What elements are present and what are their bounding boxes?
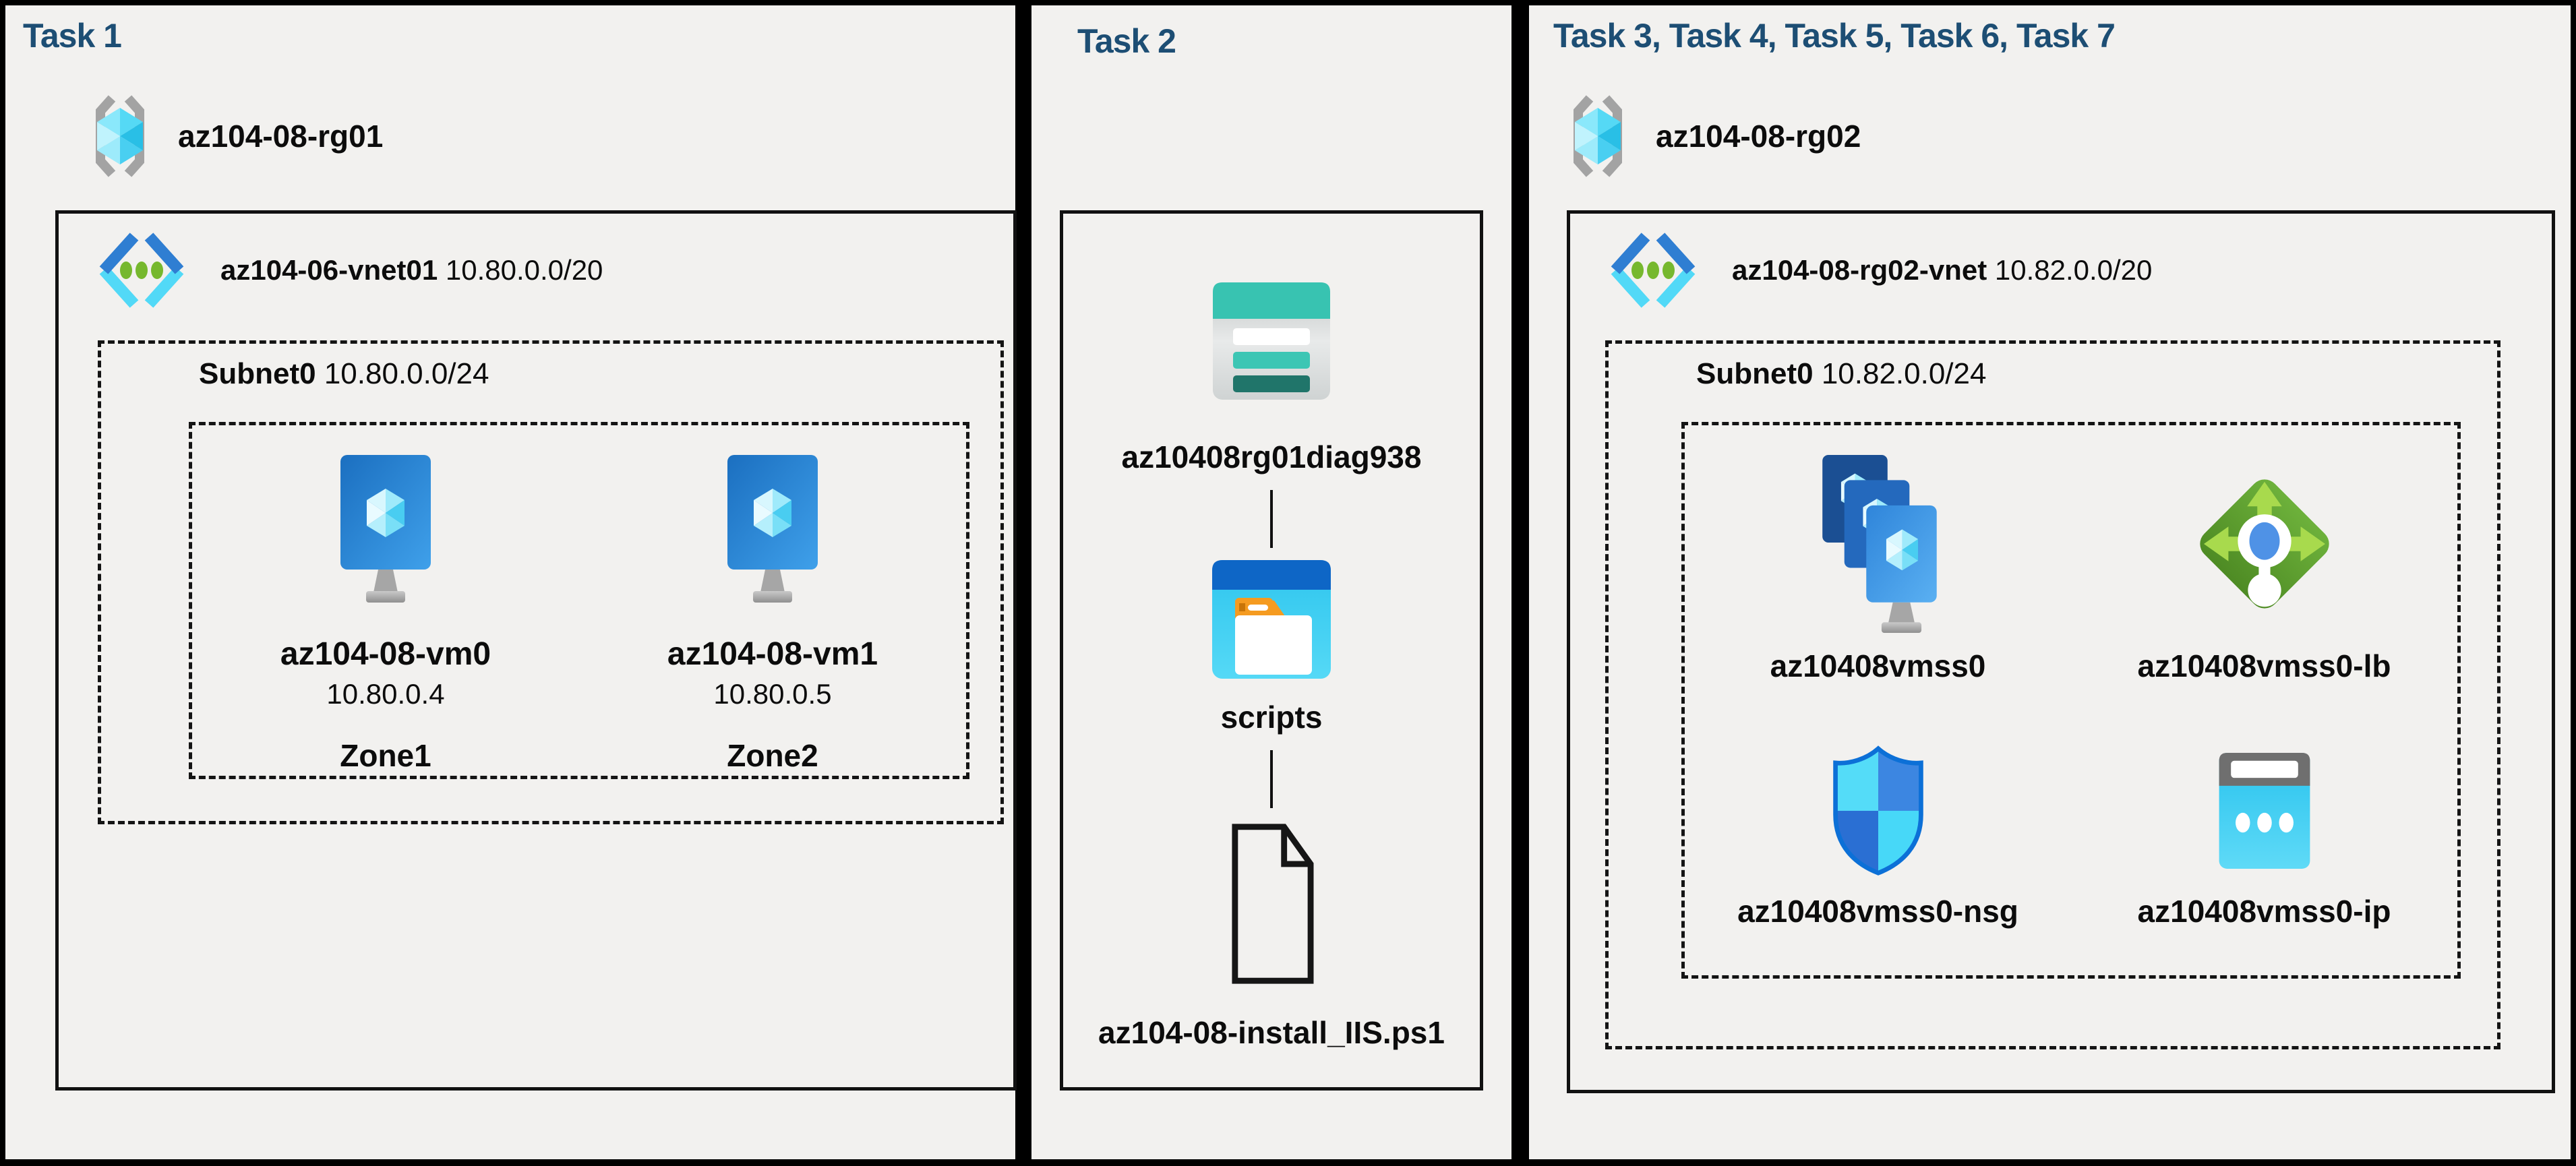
public-ip-label: az10408vmss0-ip xyxy=(2137,894,2391,929)
vnet-cidr: 10.80.0.0/20 xyxy=(445,254,603,286)
vm-row: az104-08-vm0 10.80.0.4 Zone1 az104-08-vm… xyxy=(192,425,966,776)
network-security-group-icon xyxy=(1824,745,1933,877)
resource-group-label: az104-08-rg02 xyxy=(1656,119,1861,154)
vm-group-box: az104-08-vm0 10.80.0.4 Zone1 az104-08-vm… xyxy=(189,422,969,779)
virtual-machine-icon xyxy=(723,455,822,607)
subnet-cidr: 10.82.0.0/24 xyxy=(1821,357,1987,390)
vnet-header-task3: az104-08-rg02-vnet 10.82.0.0/20 xyxy=(1605,231,2152,309)
vm-ip: 10.80.0.4 xyxy=(326,678,445,710)
public-ip-icon xyxy=(2208,749,2321,873)
connector-line xyxy=(1270,750,1273,808)
icon-slot xyxy=(1807,450,1949,638)
cell-nsg: az10408vmss0-nsg xyxy=(1685,700,2071,975)
resource-grid: az10408vmss0 az10408vmss0-lb az10408vmss… xyxy=(1685,425,2457,975)
cell-load-balancer: az10408vmss0-lb xyxy=(2071,425,2457,700)
load-balancer-label: az10408vmss0-lb xyxy=(2137,648,2391,683)
task1-title: Task 1 xyxy=(23,17,122,55)
storage-box-task2: az10408rg01diag938 scripts az104-08-inst… xyxy=(1060,210,1483,1091)
vnet-box-task1: az104-06-vnet01 10.80.0.0/20 Subnet0 10.… xyxy=(55,210,1017,1091)
container-label: scripts xyxy=(1220,700,1323,735)
vm-zone: Zone1 xyxy=(340,738,431,773)
subnet-label: Subnet0 10.80.0.0/24 xyxy=(199,357,489,391)
vnet-header-task1: az104-06-vnet01 10.80.0.0/20 xyxy=(94,231,603,309)
cell-vmss: az10408vmss0 xyxy=(1685,425,2071,700)
file-label: az104-08-install_IIS.ps1 xyxy=(1098,1015,1445,1050)
vnet-cidr: 10.82.0.0/20 xyxy=(1994,254,2153,286)
nsg-label: az10408vmss0-nsg xyxy=(1737,894,2018,929)
resource-group-icon xyxy=(86,93,154,179)
load-balancer-icon xyxy=(2184,463,2345,625)
icon-slot xyxy=(2184,450,2345,638)
storage-account-icon xyxy=(1207,277,1336,405)
storage-account-label: az10408rg01diag938 xyxy=(1121,439,1422,474)
storage-column: az10408rg01diag938 scripts az104-08-inst… xyxy=(1063,214,1480,1087)
blob-container-icon xyxy=(1208,557,1335,681)
vm-name: az104-08-vm1 xyxy=(667,636,878,672)
resource-group-rg02: az104-08-rg02 xyxy=(1564,93,1861,179)
vmss-group-box: az10408vmss0 az10408vmss0-lb az10408vmss… xyxy=(1681,422,2461,979)
vm-cell-vm0: az104-08-vm0 10.80.0.4 Zone1 xyxy=(192,425,579,776)
icon-slot xyxy=(1824,743,1933,878)
vnet-name: az104-08-rg02-vnet xyxy=(1732,254,1987,286)
icon-slot xyxy=(2208,743,2321,878)
vm-name: az104-08-vm0 xyxy=(280,636,491,672)
file-icon xyxy=(1228,820,1315,987)
vnet-label: az104-08-rg02-vnet 10.82.0.0/20 xyxy=(1732,254,2152,286)
vnet-name: az104-06-vnet01 xyxy=(220,254,438,286)
panel-task2: Task 2 az10408rg01diag938 scripts az104-… xyxy=(1031,5,1511,1159)
subnet-cidr: 10.80.0.0/24 xyxy=(324,357,489,390)
subnet-name: Subnet0 xyxy=(1696,357,1814,390)
subnet-label: Subnet0 10.82.0.0/24 xyxy=(1696,357,1986,391)
subnet-box-task1: Subnet0 10.80.0.0/24 az104-08-vm0 10.80.… xyxy=(98,340,1004,824)
vm-scale-set-icon xyxy=(1807,452,1949,636)
panel-task1: Task 1 az104-08-rg01 az104-06-vnet01 10.… xyxy=(5,5,1017,1159)
vm-zone: Zone2 xyxy=(727,738,818,773)
vm-cell-vm1: az104-08-vm1 10.80.0.5 Zone2 xyxy=(579,425,966,776)
subnet-box-task3: Subnet0 10.82.0.0/24 az10408vmss0 xyxy=(1605,340,2500,1049)
resource-group-rg01: az104-08-rg01 xyxy=(86,93,383,179)
connector-line xyxy=(1270,490,1273,548)
virtual-network-icon xyxy=(1605,231,1701,309)
resource-group-label: az104-08-rg01 xyxy=(178,119,384,154)
task3-title: Task 3, Task 4, Task 5, Task 6, Task 7 xyxy=(1553,17,2116,55)
panel-task3: Task 3, Task 4, Task 5, Task 6, Task 7 a… xyxy=(1529,5,2571,1159)
vmss-label: az10408vmss0 xyxy=(1770,648,1986,683)
vm-ip: 10.80.0.5 xyxy=(713,678,832,710)
virtual-network-icon xyxy=(94,231,189,309)
subnet-name: Subnet0 xyxy=(199,357,316,390)
virtual-machine-icon xyxy=(336,455,435,607)
resource-group-icon xyxy=(1564,93,1631,179)
vnet-label: az104-06-vnet01 10.80.0.0/20 xyxy=(220,254,603,286)
task2-title: Task 2 xyxy=(1077,22,1176,60)
cell-public-ip: az10408vmss0-ip xyxy=(2071,700,2457,975)
vnet-box-task3: az104-08-rg02-vnet 10.82.0.0/20 Subnet0 … xyxy=(1567,210,2555,1093)
